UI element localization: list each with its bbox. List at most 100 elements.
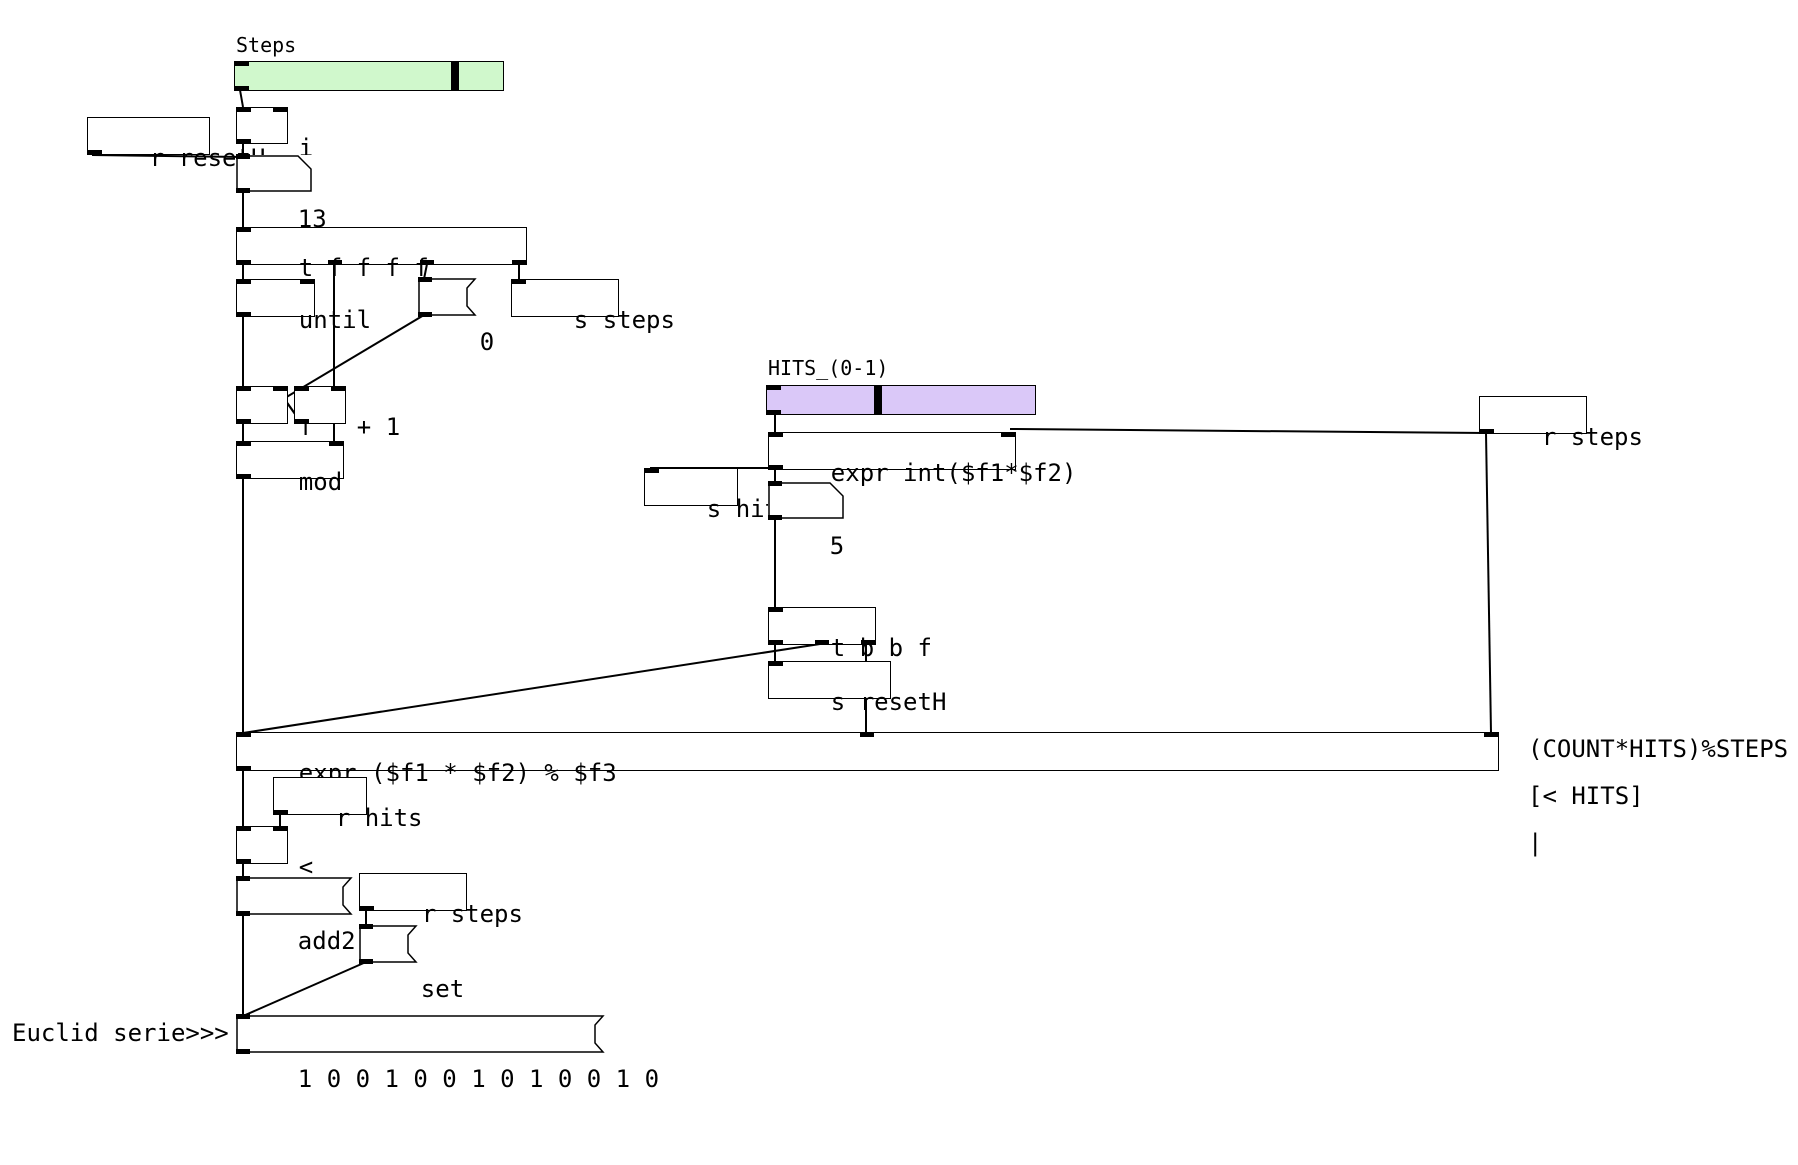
inlet [237,441,251,446]
inlet [767,385,781,390]
inlet [237,227,251,232]
inlet [273,107,287,112]
steps-number-box[interactable]: 13 [236,154,327,231]
object-text: i [298,134,314,162]
outlet [237,766,251,771]
bar-comment: | [1528,829,1543,857]
inlet [237,732,251,737]
hits-number-box[interactable]: 5 [768,481,844,558]
inlet [768,481,782,486]
message-text: set [420,975,465,1003]
inlet [273,826,287,831]
send-resetH-object[interactable]: s resetH [768,661,946,714]
atom-outline [768,482,844,519]
receive-hits-object[interactable]: r hits [273,777,423,830]
zero-message[interactable]: 0 [418,277,494,354]
hits-slider-label: HITS_(0-1) [768,356,889,380]
plus-one-object[interactable]: + 1 [294,386,400,439]
outlet [769,465,783,470]
less-than-object[interactable]: < [236,826,313,879]
slider-knob[interactable] [451,62,459,90]
inlet [860,732,874,737]
outlet [769,640,783,645]
outlet [88,150,102,155]
inlet [295,386,309,391]
trigger-ffff-object[interactable]: t f f f f [236,227,527,280]
trigger-bbf-object[interactable]: t b b f [768,607,932,660]
outlet [418,312,432,317]
add2-message[interactable]: add2 $1 [236,876,399,953]
outlet [420,260,434,265]
expr-hits-object[interactable]: expr int($f1*$f2) [768,432,1076,485]
formula-comment: (COUNT*HITS)%STEPS [1528,735,1789,763]
outlet [237,139,251,144]
outlet [236,1049,250,1054]
hits-slider[interactable] [766,385,1036,415]
float-object[interactable]: f [236,386,313,439]
message-outline [236,877,353,915]
inlet [1001,432,1015,437]
steps-slider-label: Steps [236,33,297,57]
inlet [300,279,314,284]
set-message[interactable]: set [359,924,464,1001]
object-text: t b b f [830,634,932,662]
less-than-hits-comment: [< HITS] [1528,782,1644,810]
inlet [769,432,783,437]
steps-slider[interactable] [234,61,504,91]
inlet [237,826,251,831]
message-outline [359,925,418,963]
message-text: 1 0 0 1 0 0 1 0 1 0 0 1 0 [297,1065,660,1093]
outlet [237,859,251,864]
outlet [235,86,249,91]
receive-steps-bottom-object[interactable]: r steps [359,873,523,926]
patch-canvas[interactable]: Steps i r resetH 13 t f f f f until [0,0,1798,1091]
mod-object[interactable]: mod [236,441,344,494]
outlet [237,260,251,265]
outlet [237,312,251,317]
outlet [359,959,373,964]
outlet [236,911,250,916]
receive-steps-object[interactable]: r steps [1479,396,1643,449]
inlet [235,61,249,66]
outlet [237,474,251,479]
object-text: s resetH [830,688,947,716]
object-text: t f f f f [298,254,429,282]
inlet [418,277,432,282]
inlet [331,386,345,391]
inlet [1484,732,1498,737]
inlet [329,441,343,446]
outlet [295,419,309,424]
receive-resetH-object[interactable]: r resetH [87,117,265,170]
inlet [512,279,526,284]
outlet [815,640,829,645]
inlet [273,386,287,391]
object-text: mod [298,468,343,496]
outlet [861,640,875,645]
int-object[interactable]: i [236,107,313,160]
until-object[interactable]: until [236,279,371,332]
inlet [237,386,251,391]
outlet [768,515,782,520]
slider-knob[interactable] [874,386,882,414]
euclid-serie-comment: Euclid serie>>> [12,1019,229,1047]
message-text: 0 [479,328,495,356]
inlet [359,924,373,929]
object-text: s steps [573,306,675,334]
inlet [236,876,250,881]
outlet [328,260,342,265]
message-outline [236,1015,605,1053]
expr-euclid-object[interactable]: expr ($f1 * $f2) % $f3 [236,732,1499,785]
object-text: r steps [1541,423,1643,451]
inlet [769,661,783,666]
object-text: < [298,853,314,881]
send-hits-object[interactable]: s hits [644,468,794,521]
inlet [236,1014,250,1019]
outlet [767,410,781,415]
object-text: + 1 [356,413,401,441]
outlet [360,906,374,911]
outlet [274,810,288,815]
euclid-serie-message[interactable]: 1 0 0 1 0 0 1 0 1 0 0 1 0 [236,1014,659,1091]
send-steps-object[interactable]: s steps [511,279,675,332]
object-text: expr int($f1*$f2) [830,459,1077,487]
inlet [645,468,659,473]
